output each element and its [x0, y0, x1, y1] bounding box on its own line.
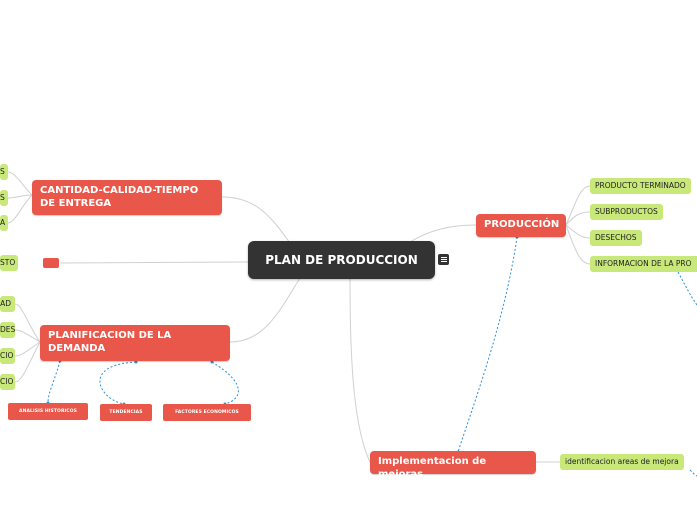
- relation-demanda-factores: [211, 361, 239, 405]
- leaf-label: S: [0, 193, 5, 202]
- leaf-producto-terminado[interactable]: PRODUCTO TERMINADO: [590, 178, 691, 194]
- node-label: TENDENCIAS: [109, 410, 143, 415]
- node-analisis-historicos[interactable]: ANALISIS HISTORICOS: [8, 403, 88, 420]
- topic-cantidad-calidad[interactable]: CANTIDAD-CALIDAD-TIEMPO DE ENTREGA: [32, 180, 222, 215]
- leaf-label: STO: [0, 258, 16, 267]
- topic-costo-collapsed[interactable]: [43, 258, 59, 268]
- leaf-cantidad-2[interactable]: S: [0, 190, 8, 206]
- leaf-planificacion-1[interactable]: AD: [0, 296, 15, 312]
- relation-produccion-implementacion: [457, 236, 518, 453]
- connector-prod-1: [565, 185, 591, 226]
- leaf-planificacion-4[interactable]: CIO: [0, 374, 15, 390]
- leaf-label: identificacion areas de mejora: [565, 457, 679, 466]
- connector-prod-4: [565, 224, 591, 265]
- leaf-cantidad-1[interactable]: S: [0, 164, 8, 180]
- connector-plan-1: [14, 303, 41, 343]
- topic-produccion-label: PRODUCCIÓN: [484, 219, 560, 230]
- connector-prod-2: [565, 211, 591, 226]
- central-topic[interactable]: PLAN DE PRODUCCION: [248, 241, 435, 279]
- leaf-label: DESECHOS: [595, 233, 637, 242]
- relation-identificacion-right: [689, 469, 697, 477]
- leaf-label: PRODUCTO TERMINADO: [595, 181, 686, 190]
- topic-cantidad-label: CANTIDAD-CALIDAD-TIEMPO DE ENTREGA: [40, 185, 199, 209]
- topic-implementacion-label: Implementacion de mejoras: [378, 456, 487, 480]
- node-label: ANALISIS HISTORICOS: [19, 409, 77, 414]
- connector-plan-2: [14, 329, 41, 343]
- connector-cant-1: [7, 171, 33, 196]
- topic-planificacion-label: PLANIFICACION DE LA DEMANDA: [48, 330, 172, 354]
- connector-plan-4: [14, 341, 41, 383]
- relation-endpoint: [210, 360, 214, 364]
- connector-cantidad: [221, 196, 291, 244]
- topic-implementacion[interactable]: Implementacion de mejoras: [370, 451, 536, 480]
- connector-costo: [59, 261, 249, 264]
- connector-planificacion: [229, 277, 301, 343]
- leaf-costo[interactable]: STO: [0, 255, 18, 271]
- leaf-label: A: [0, 218, 6, 227]
- leaf-label: S: [0, 167, 5, 176]
- node-tendencias[interactable]: TENDENCIAS: [100, 404, 152, 421]
- connector-cant-3: [7, 194, 33, 224]
- connector-produccion: [409, 224, 477, 243]
- connector-cant-2: [7, 194, 33, 199]
- leaf-subproductos[interactable]: SUBPRODUCTOS: [590, 204, 663, 220]
- connector-prod-3: [565, 224, 591, 239]
- connector-plan-3: [14, 341, 41, 357]
- leaf-label: CIO: [0, 351, 14, 360]
- relation-demanda-analisis: [47, 360, 61, 404]
- notes-icon[interactable]: [438, 254, 449, 265]
- leaf-cantidad-3[interactable]: A: [0, 215, 8, 231]
- leaf-label: AD: [0, 299, 11, 308]
- central-topic-label: PLAN DE PRODUCCION: [265, 253, 418, 267]
- topic-planificacion-demanda[interactable]: PLANIFICACION DE LA DEMANDA: [40, 325, 230, 361]
- node-factores-economicos[interactable]: FACTORES ECONOMICOS: [163, 404, 251, 421]
- node-label: FACTORES ECONOMICOS: [175, 410, 239, 415]
- leaf-desechos[interactable]: DESECHOS: [590, 230, 642, 246]
- topic-produccion[interactable]: PRODUCCIÓN: [476, 214, 566, 237]
- leaf-planificacion-2[interactable]: DES: [0, 322, 15, 338]
- leaf-planificacion-3[interactable]: CIO: [0, 348, 15, 364]
- relation-endpoint: [134, 360, 138, 364]
- leaf-identificacion[interactable]: identificacion areas de mejora: [560, 454, 684, 470]
- leaf-informacion[interactable]: INFORMACION DE LA PRO: [590, 256, 697, 272]
- leaf-label: SUBPRODUCTOS: [595, 207, 658, 216]
- relation-info-right: [677, 271, 697, 306]
- leaf-label: DES: [0, 325, 16, 334]
- connector-implementacion: [349, 261, 371, 463]
- leaf-label: INFORMACION DE LA PRO: [595, 259, 692, 268]
- leaf-label: CIO: [0, 377, 14, 386]
- relation-demanda-tendencias: [99, 361, 137, 405]
